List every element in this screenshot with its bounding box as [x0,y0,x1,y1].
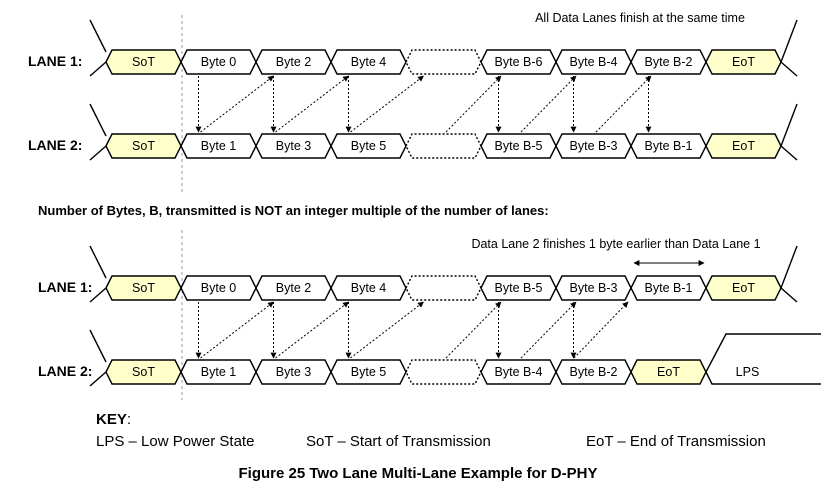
figure-caption: Figure 25 Two Lane Multi-Lane Example fo… [239,465,598,482]
diagonal-arrow [573,301,629,359]
lane-idle-transition [89,19,107,53]
ellipsis-cell [405,359,482,385]
lane-idle-transition [89,287,107,303]
lps-state-line [705,333,821,373]
cell-label: Byte B-4 [495,365,543,379]
key-item-eot: EoT – End of Transmission [586,433,766,450]
cell-label: Byte B-3 [570,281,618,295]
cell-label: SoT [132,139,155,153]
lane-idle-transition [780,103,798,147]
d1-lane1-label: LANE 1: [28,53,82,69]
lps-label: LPS [736,365,760,379]
cell-label: Byte B-2 [645,55,693,69]
diagonal-arrow [595,75,652,133]
lps-state-line [705,371,821,385]
lane-idle-transition [780,287,798,303]
d1-lane2-label: LANE 2: [28,137,82,153]
cell-label: Byte 5 [351,365,386,379]
cell-label: Byte B-1 [645,139,693,153]
lane-idle-transition [89,329,107,363]
cell-label: SoT [132,365,155,379]
cell-label: Byte B-2 [570,365,618,379]
cell-label: Byte 3 [276,365,311,379]
cell-label: SoT [132,55,155,69]
diagonal-arrow [200,301,274,359]
cell-label: Byte B-5 [495,139,543,153]
cell-label: Byte 2 [276,55,311,69]
diagonal-arrow [350,75,424,133]
cell-label: Byte 5 [351,139,386,153]
cell-label: Byte B-6 [495,55,543,69]
cell-label: EoT [657,365,680,379]
diagonal-arrow [520,301,577,359]
cell-label: EoT [732,55,755,69]
diagonal-arrow [350,301,424,359]
cell-label: Byte B-3 [570,139,618,153]
key-item-lps: LPS – Low Power State [96,433,254,450]
cell-label: Byte 4 [351,281,386,295]
diagonal-arrow [200,75,274,133]
diagonal-arrow [520,75,577,133]
lane-idle-transition [780,145,798,161]
d1-lane2-signal: SoT Byte 1 Byte 3 Byte 5 Byte B-5 Byte B-3 Byt… [89,103,798,161]
cell-label: Byte B-5 [495,281,543,295]
cell-label: Byte 1 [201,139,236,153]
lane-idle-transition [89,371,107,387]
diagonal-arrow [445,75,502,133]
section-heading: Number of Bytes, B, transmitted is NOT a… [38,203,549,218]
d2-lane1-signal: SoT Byte 0 Byte 2 Byte 4 Byte B-5 Byte B-3 Byt… [89,245,798,303]
lane-idle-transition [780,245,798,289]
cell-label: SoT [132,281,155,295]
byte-order-arrows [195,75,652,359]
lane-idle-transition [780,61,798,77]
cell-label: Byte 3 [276,139,311,153]
cell-label: Byte 4 [351,55,386,69]
lane-idle-transition [89,103,107,137]
lane-idle-transition [89,245,107,279]
diagram2-note: Data Lane 2 finishes 1 byte earlier than… [471,237,760,251]
diagonal-arrow [275,301,349,359]
key-item-sot: SoT – Start of Transmission [306,433,491,450]
d2-lane2-signal: SoT Byte 1 Byte 3 Byte 5 Byte B-4 Byte B-2 EoT… [89,329,821,387]
d2-lane2-label: LANE 2: [38,363,92,379]
ellipsis-cell [405,49,482,75]
cell-label: Byte B-1 [645,281,693,295]
diagonal-arrow [445,301,502,359]
d1-lane1-signal: SoT Byte 0 Byte 2 Byte 4 Byte B-6 Byte B-4 Byt… [89,19,798,77]
cell-label: Byte 0 [201,55,236,69]
d2-lane1-label: LANE 1: [38,279,92,295]
lane-idle-transition [89,61,107,77]
cell-label: Byte B-4 [570,55,618,69]
cell-label: Byte 2 [276,281,311,295]
cell-label: EoT [732,139,755,153]
lane-idle-transition [780,19,798,63]
ellipsis-cell [405,133,482,159]
cell-label: EoT [732,281,755,295]
key-title: KEY: [96,411,131,428]
cell-label: Byte 1 [201,365,236,379]
diagonal-arrow [275,75,349,133]
ellipsis-cell [405,275,482,301]
cell-label: Byte 0 [201,281,236,295]
diagram1-note: All Data Lanes finish at the same time [535,11,745,25]
lane-idle-transition [89,145,107,161]
